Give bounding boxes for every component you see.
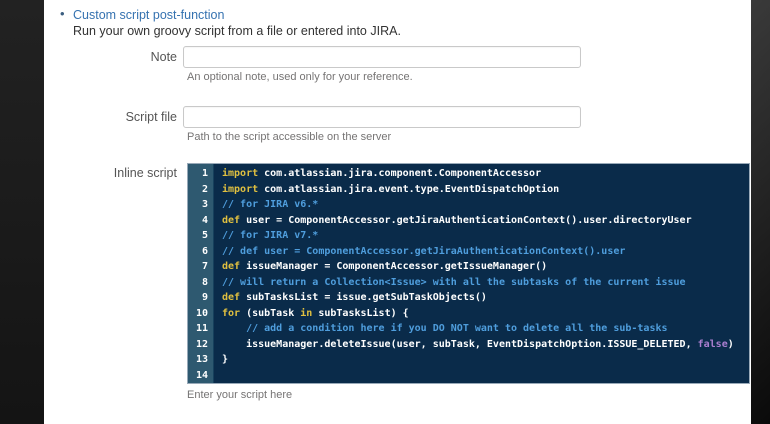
code-line[interactable]: 12 issueManager.deleteIssue(user, subTas… [188,337,749,353]
note-input[interactable] [183,46,581,68]
code-text: // add a condition here if you DO NOT wa… [222,323,668,334]
code-text: } [222,354,229,365]
code-line[interactable]: 9 def subTasksList = issue.getSubTaskObje… [188,290,749,306]
code-line[interactable]: 14 [188,368,749,384]
right-bezel [751,0,770,424]
line-number: 8 [201,276,208,288]
code-text: // def user = ComponentAccessor.getJiraA… [222,245,626,257]
bullet-icon: • [60,6,65,21]
code-line[interactable]: 10 for (subTask in subTasksList) { [188,306,749,322]
line-number: 12 [195,338,208,350]
line-number: 14 [195,369,208,381]
line-number: 6 [201,245,208,257]
script-file-input[interactable] [183,106,581,128]
line-number: 1 [201,168,208,179]
code-text: for (subTask in subTasksList) { [222,307,409,319]
custom-script-post-function-link[interactable]: Custom script post-function [73,8,225,22]
line-number: 2 [201,183,208,195]
code-text: import com.atlassian.jira.component.Comp… [222,168,542,179]
code-line[interactable]: 7 def issueManager = ComponentAccessor.ge… [188,259,749,275]
line-number: 10 [195,307,208,319]
line-number: 3 [201,199,208,210]
code-line[interactable]: 3 // for JIRA v6.* [188,197,749,213]
code-text: // will return a Collection<Issue> with … [222,276,686,288]
note-hint: An optional note, used only for your ref… [187,71,413,83]
script-file-label: Script file [125,110,177,124]
code-editor[interactable]: 1 import com.atlassian.jira.component.Com… [187,163,750,384]
line-number: 4 [201,214,208,226]
inline-script-label: Inline script [113,166,177,180]
code-text: // for JIRA v6.* [222,199,319,210]
line-number: 5 [201,230,208,241]
code-text: // for JIRA v7.* [222,230,319,241]
code-text: import com.atlassian.jira.event.type.Eve… [222,183,560,195]
function-description: Run your own groovy script from a file o… [73,24,401,38]
code-line[interactable]: 1 import com.atlassian.jira.component.Com… [188,166,749,182]
code-text: issueManager.deleteIssue(user, subTask, … [222,338,734,350]
code-line[interactable]: 11 // add a condition here if you DO NOT… [188,321,749,337]
code-line[interactable]: 2 import com.atlassian.jira.event.type.Ev… [188,182,749,198]
line-number: 13 [195,354,208,365]
code-line[interactable]: 6 // def user = ComponentAccessor.getJira… [188,244,749,260]
line-number: 11 [195,323,208,334]
code-line[interactable]: 13} [188,352,749,368]
code-line[interactable]: 5 // for JIRA v7.* [188,228,749,244]
code-text: def user = ComponentAccessor.getJiraAuth… [222,214,692,226]
inline-script-hint: Enter your script here [187,389,293,401]
note-label: Note [150,50,177,64]
code-text [214,368,222,384]
left-bezel [0,0,44,424]
line-number: 9 [201,292,208,303]
code-line[interactable]: 8 // will return a Collection<Issue> with… [188,275,749,291]
line-number: 7 [201,261,208,272]
code-text: def subTasksList = issue.getSubTaskObjec… [222,292,487,303]
script-file-hint: Path to the script accessible on the ser… [187,131,392,143]
code-line[interactable]: 4 def user = ComponentAccessor.getJiraAut… [188,213,749,229]
code-text: def issueManager = ComponentAccessor.get… [222,261,548,272]
